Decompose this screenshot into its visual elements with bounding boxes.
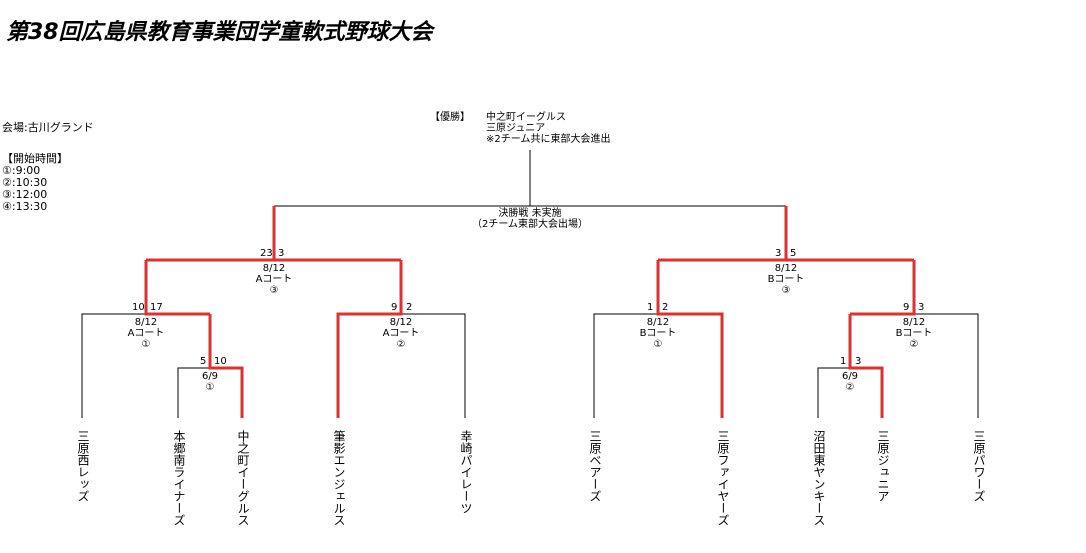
final-line-1: 決勝戦 未実施 <box>498 208 562 219</box>
page-title: 第38回広島県教育事業団学童軟式野球大会 <box>6 20 433 45</box>
match-date: 6/9 <box>841 371 859 382</box>
start-time-3: ③:12:00 <box>2 188 48 201</box>
match-slot: ③ <box>781 285 791 296</box>
score-m3-right: 2 <box>406 302 413 313</box>
match-info-m6: 6/9 ② <box>842 371 858 393</box>
team-name: 筆影エンジェルス <box>332 430 346 526</box>
final-label: 決勝戦 未実施 （2チーム東部大会出場） <box>472 208 588 230</box>
win-line-m7 <box>850 260 916 316</box>
final-line-2: （2チーム東部大会出場） <box>471 219 589 230</box>
match-date: 8/12 <box>774 263 798 274</box>
score-m1-left: 5 <box>200 356 207 367</box>
win-line-m2 <box>144 260 210 316</box>
team-name: 幸崎パイレーツ <box>459 430 473 514</box>
bracket-line-m2-left <box>81 313 146 418</box>
score-m6-left: 1 <box>840 356 847 367</box>
champion-block: 中之町イーグルス 三原ジュニア ※2チーム共に東部大会進出 <box>486 112 610 145</box>
start-time-4: ④:13:30 <box>2 200 48 213</box>
match-court: Bコート <box>895 328 933 339</box>
team-name: 三原ジュニア <box>876 430 890 502</box>
win-line-m6 <box>848 314 884 418</box>
match-date: 8/12 <box>262 263 286 274</box>
team-name: 三原パワーズ <box>972 430 986 502</box>
score-m5-left: 1 <box>647 302 654 313</box>
score-m6-right: 3 <box>855 356 862 367</box>
match-slot: ③ <box>269 285 279 296</box>
score-m5-right: 2 <box>662 302 669 313</box>
score-m4-right: 3 <box>278 248 285 259</box>
match-court: Aコート <box>255 274 293 285</box>
win-line-m8 <box>658 206 788 262</box>
match-slot: ② <box>396 339 406 350</box>
team-name: 沼田東ヤンキース <box>812 430 826 526</box>
venue-label: 会場:古川グランド <box>2 121 94 134</box>
match-slot: ① <box>141 339 151 350</box>
match-date: 8/12 <box>646 317 670 328</box>
match-date: 8/12 <box>902 317 926 328</box>
champion-label: 【優勝】 <box>430 112 470 123</box>
match-slot: ② <box>909 339 919 350</box>
score-m2-left: 10 <box>132 302 145 313</box>
start-times: 【開始時間】 ①:9:00 ②:10:30 ③:12:00 ④:13:30 <box>2 153 68 213</box>
score-m7-right: 3 <box>918 302 925 313</box>
start-time-1: ①:9:00 <box>2 164 41 177</box>
score-m7-left: 9 <box>903 302 910 313</box>
match-info-m2: 8/12 Aコート ① <box>128 317 165 350</box>
score-m8-left: 3 <box>775 248 782 259</box>
bracket-line-m7-right <box>914 313 979 418</box>
win-line-m1 <box>208 314 244 418</box>
match-slot: ② <box>845 382 855 393</box>
bracket-line-m3-right <box>401 313 466 418</box>
bracket-line-m5-left <box>593 313 658 418</box>
match-info-m8: 8/12 Bコート ③ <box>768 263 805 296</box>
champion-note: ※2チーム共に東部大会進出 <box>486 134 611 145</box>
score-m3-left: 9 <box>391 302 398 313</box>
win-line-m5 <box>656 260 724 418</box>
match-date: 8/12 <box>134 317 158 328</box>
match-court: Aコート <box>127 328 165 339</box>
score-m8-right: 5 <box>790 248 797 259</box>
team-name: 本郷南ライナーズ <box>172 430 186 526</box>
match-court: Bコート <box>639 328 677 339</box>
match-court: Aコート <box>382 328 420 339</box>
win-line-m3 <box>336 260 403 418</box>
champion-team-1: 中之町イーグルス <box>486 112 566 123</box>
match-info-m3: 8/12 Aコート ② <box>383 317 420 350</box>
match-court: Bコート <box>767 274 805 285</box>
score-m4-left: 23 <box>260 248 273 259</box>
champion-team-2: 三原ジュニア <box>486 123 546 134</box>
match-date: 8/12 <box>389 317 413 328</box>
start-times-heading: 【開始時間】 <box>2 152 68 165</box>
score-m1-right: 10 <box>214 356 227 367</box>
team-name: 三原ベアーズ <box>588 430 602 502</box>
match-info-m4: 8/12 Aコート ③ <box>256 263 293 296</box>
bracket-line-m6-left <box>817 367 850 418</box>
match-info-m7: 8/12 Bコート ② <box>896 317 933 350</box>
match-info-m1: 6/9 ① <box>202 371 218 393</box>
team-name: 中之町イーグルス <box>236 430 250 526</box>
match-date: 6/9 <box>201 371 219 382</box>
team-name: 三原ファイヤーズ <box>716 430 730 526</box>
score-m2-right: 17 <box>150 302 163 313</box>
match-slot: ① <box>653 339 663 350</box>
match-info-m5: 8/12 Bコート ① <box>640 317 677 350</box>
team-name: 三原西レッズ <box>76 430 90 502</box>
win-line-m4 <box>146 206 276 262</box>
start-time-2: ②:10:30 <box>2 176 48 189</box>
match-slot: ① <box>205 382 215 393</box>
bracket-line-m1-left <box>177 367 210 418</box>
